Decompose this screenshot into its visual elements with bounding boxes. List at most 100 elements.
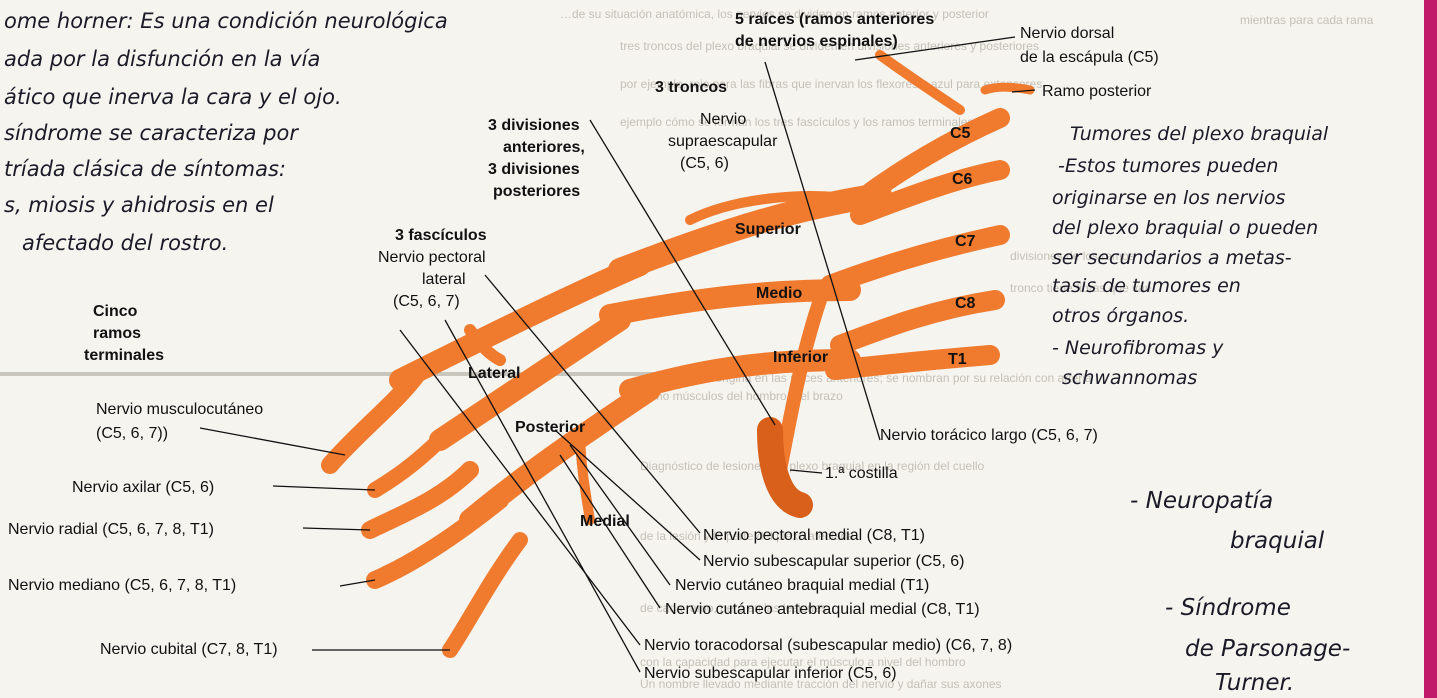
note-right-3: originarse en los nervios — [1052, 187, 1285, 209]
header-divisions-1: 3 divisiones — [488, 117, 580, 134]
branch-mediano — [366, 491, 509, 589]
label-radial: Nervio radial (C5, 6, 7, 8, T1) — [8, 521, 214, 538]
label-ramo-posterior: Ramo posterior — [1042, 83, 1152, 100]
svg-text:con la capacidad para ejecutar: con la capacidad para ejecutar el múscul… — [640, 655, 966, 669]
leader-radial — [302, 527, 371, 531]
svg-text:ejemplo cómo se forman los tre: ejemplo cómo se forman los tres fascícul… — [620, 115, 973, 129]
note-right-4: del plexo braquial o pueden — [1052, 217, 1318, 239]
header-terminals-2: ramos — [93, 325, 141, 342]
svg-text:tres troncos del plexo braquia: tres troncos del plexo braquial se divid… — [620, 39, 1039, 53]
root-c6 — [850, 160, 1010, 225]
branch-radial — [361, 461, 479, 539]
label-cubital: Nervio cubital (C7, 8, T1) — [100, 641, 278, 658]
cord-label-lateral: Lateral — [468, 365, 520, 382]
svg-text:mientras para cada rama: mientras para cada rama — [1240, 13, 1374, 27]
note-right-1: Tumores del plexo braquial — [1070, 123, 1329, 145]
leader-cutaneo-braquial — [569, 444, 671, 586]
leader-cutaneo-antebraquial — [559, 454, 661, 609]
trunk-label-medio: Medio — [756, 285, 802, 302]
note-bottom-3: - Síndrome — [1165, 595, 1291, 621]
label-lateral-pectoral-2: lateral — [422, 271, 466, 288]
note-left-1: ome horner: Es una condición neurológica — [4, 9, 448, 33]
label-lateral-pectoral-3: (C5, 6, 7) — [393, 293, 460, 310]
label-cutaneo-antebraquial: Nervio cutáneo antebraquial medial (C8, … — [665, 601, 980, 618]
handwritten-notes-right: Tumores del plexo braquial -Estos tumore… — [1052, 123, 1329, 389]
root-label-t1: T1 — [948, 351, 967, 368]
note-right-5: ser secundarios a metas- — [1052, 247, 1292, 269]
note-bottom-4: de Parsonage- — [1185, 636, 1350, 662]
header-fascicles: 3 fascículos — [395, 227, 487, 244]
branch-dorsal-escapula — [875, 50, 965, 115]
branch-toracico-largo — [773, 293, 827, 477]
trunk-label-superior: Superior — [735, 221, 801, 238]
header-divisions-3: 3 divisiones — [488, 161, 580, 178]
leader-axilar — [272, 485, 376, 491]
note-left-5: tríada clásica de síntomas: — [4, 157, 286, 181]
leader-costilla — [789, 469, 823, 474]
label-suprascapular-1: Nervio — [700, 111, 746, 128]
note-bottom-2: braquial — [1230, 528, 1325, 554]
label-toracodorsal: Nervio toracodorsal (subescapular medio)… — [644, 637, 1012, 654]
trunk-label-inferior: Inferior — [773, 349, 828, 366]
label-cutaneo-braquial: Nervio cutáneo braquial medial (T1) — [675, 577, 929, 594]
leader-ramo-posterior — [1011, 89, 1036, 93]
branch-axilar — [367, 422, 458, 498]
label-subescapular-superior: Nervio subescapular superior (C5, 6) — [703, 553, 964, 570]
trunk-medio — [599, 279, 861, 326]
leader-toracodorsal — [399, 329, 641, 646]
label-suprascapular-3: (C5, 6) — [680, 155, 729, 172]
branch-musculocutaneo — [321, 361, 429, 474]
note-right-9: schwannomas — [1062, 367, 1197, 389]
note-right-7: otros órganos. — [1052, 305, 1189, 327]
branch-ramo-posterior — [980, 82, 1035, 95]
svg-text:de cada ramo, pero en las lesi: de cada ramo, pero en las lesiones — [640, 601, 827, 615]
branch-cubital — [442, 532, 528, 658]
label-lateral-pectoral-1: Nervio pectoral — [378, 249, 486, 266]
note-bottom-1: - Neuropatía — [1130, 488, 1273, 514]
svg-text:tronco tiene fibras que van: tronco tiene fibras que van — [1010, 281, 1151, 295]
header-divisions-4: posteriores — [493, 183, 580, 200]
label-mediano: Nervio mediano (C5, 6, 7, 8, T1) — [8, 577, 236, 594]
label-toracico-largo: Nervio torácico largo (C5, 6, 7) — [880, 427, 1098, 444]
note-bottom-5: Turner. — [1215, 670, 1294, 696]
cord-posterior — [429, 309, 631, 451]
label-subescapular-inferior: Nervio subescapular inferior (C5, 6) — [644, 665, 897, 682]
leader-mediano — [339, 579, 376, 587]
faint-background-text: …de su situación anatómica, los nervios … — [560, 7, 1374, 691]
note-left-2: ada por la disfunción en la vía — [4, 47, 320, 71]
header-terminals-3: terminales — [84, 347, 164, 364]
note-left-4: síndrome se caracteriza por — [4, 121, 299, 145]
note-right-8: - Neurofibromas y — [1052, 337, 1224, 359]
cord-label-posterior: Posterior — [515, 419, 585, 436]
svg-text:de la lesión y la parte del pl: de la lesión y la parte del plexo afecta… — [640, 529, 854, 543]
leader-subesc-inferior — [444, 319, 641, 673]
note-left-3: ático que inerva la cara y el ojo. — [4, 85, 342, 109]
label-pectoral-medial: Nervio pectoral medial (C8, T1) — [703, 527, 925, 544]
header-divisions-2: anteriores, — [503, 139, 585, 156]
svg-text:…de su situación anatómica, lo: …de su situación anatómica, los nervios … — [560, 7, 989, 21]
root-label-c8: C8 — [955, 295, 976, 312]
note-left-7: afectado del rostro. — [22, 231, 228, 255]
header-trunks: 3 troncos — [655, 79, 727, 96]
label-musculocutaneo-1: Nervio musculocutáneo — [96, 401, 263, 418]
svg-text:por ejemplo, rojo para las fib: por ejemplo, rojo para las fibras que in… — [620, 77, 1042, 91]
label-musculocutaneo-2: (C5, 6, 7)) — [96, 425, 168, 442]
label-suprascapular-2: supraescapular — [668, 133, 778, 150]
leader-toracico-largo — [764, 61, 881, 441]
note-left-6: s, miosis y ahidrosis en el — [4, 193, 274, 217]
root-label-c6: C6 — [952, 171, 973, 188]
label-dorsal-scapular-2: de la escápula (C5) — [1020, 49, 1159, 66]
leader-divisions — [589, 119, 776, 426]
header-terminals-1: Cinco — [93, 303, 138, 320]
root-label-c5: C5 — [950, 125, 971, 142]
root-c8 — [830, 290, 1005, 355]
root-label-c7: C7 — [955, 233, 976, 250]
handwritten-notes-left: ome horner: Es una condición neurológica… — [4, 9, 448, 255]
page-margin-edge — [1424, 0, 1437, 698]
nerve-trunks — [321, 50, 1035, 658]
note-right-2: -Estos tumores pueden — [1058, 155, 1278, 177]
header-roots-line1: 5 raíces (ramos anteriores — [735, 11, 934, 28]
leader-dorsal — [854, 36, 1016, 61]
